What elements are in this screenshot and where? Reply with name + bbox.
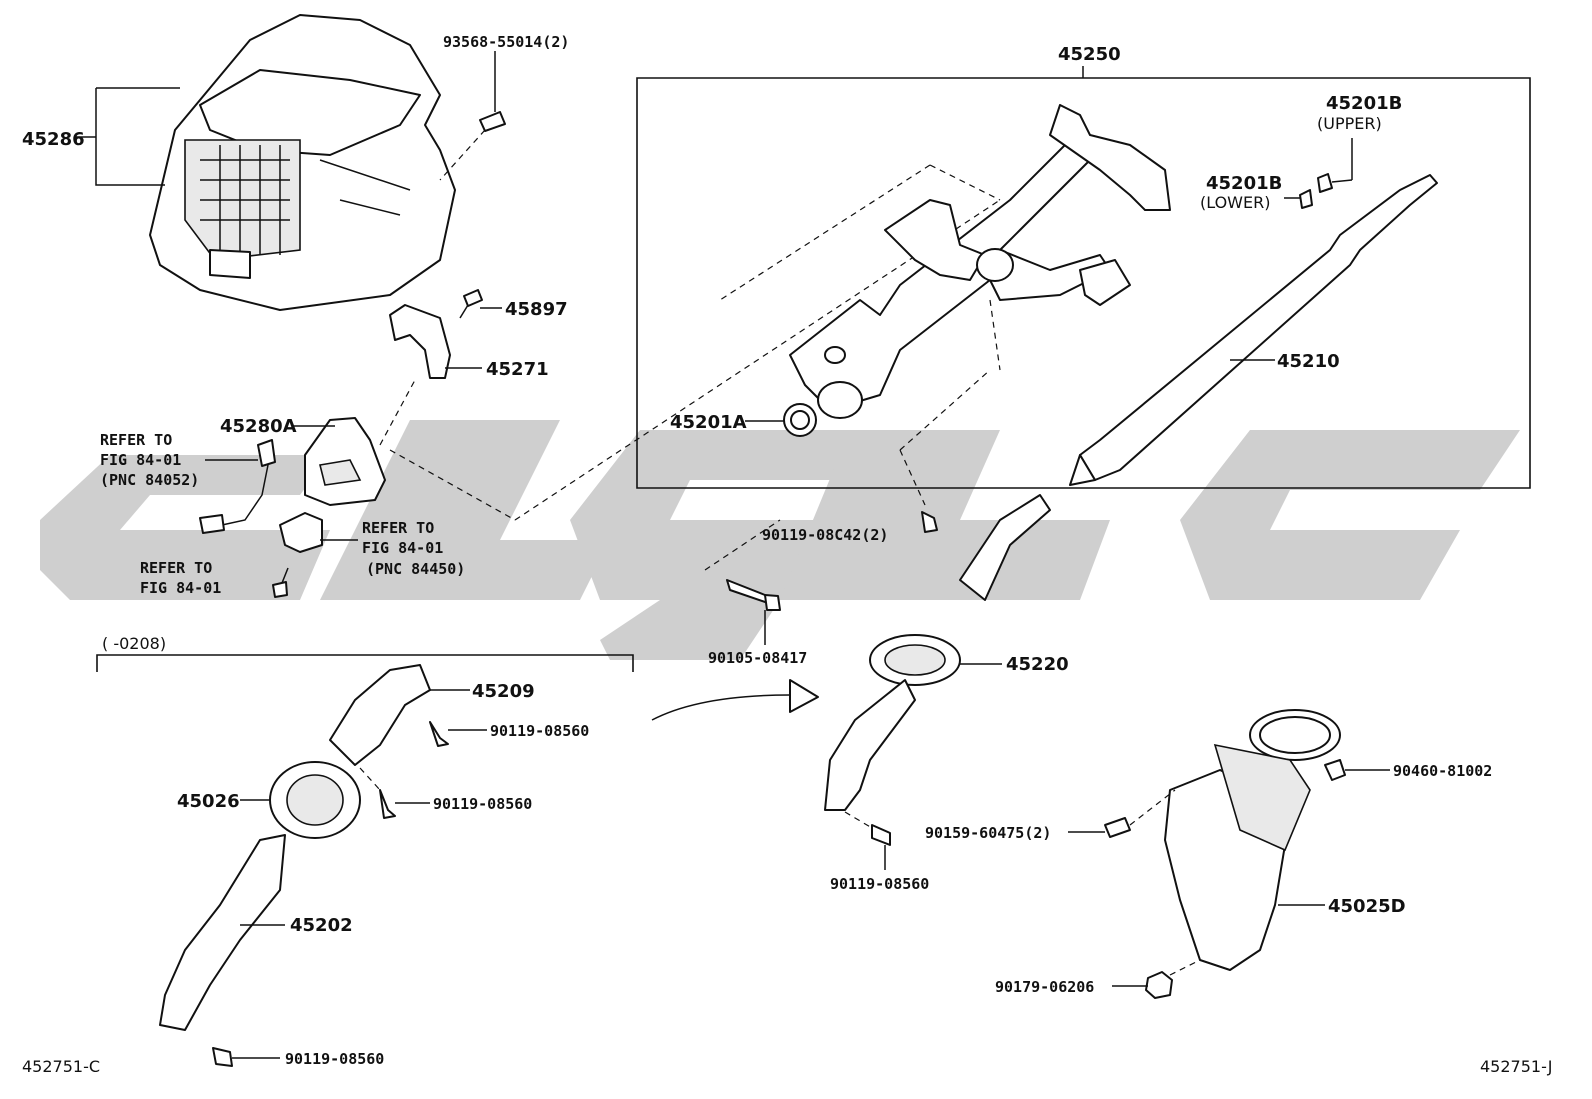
label-45026: 45026 <box>177 791 240 812</box>
range-note: ( -0208) <box>102 634 166 653</box>
ref3-line1: REFER TO <box>140 559 212 577</box>
label-90119-08560-b: 90119-08560 <box>433 795 532 813</box>
label-45250: 45250 <box>1058 44 1121 65</box>
arrow-indicator <box>651 679 819 721</box>
screw-45897 <box>459 289 502 319</box>
column-cover <box>149 14 456 311</box>
shaft-45210 <box>1069 174 1438 486</box>
switch-84450 <box>279 512 358 553</box>
nut-90179 <box>1112 959 1201 999</box>
ref2-line2: FIG 84-01 <box>362 539 443 557</box>
ref1-line3: (PNC 84052) <box>100 471 199 489</box>
label-90159: 90159-60475(2) <box>925 824 1051 842</box>
ref1-line2: FIG 84-01 <box>100 451 181 469</box>
bolt-90119-08560-b <box>359 767 430 819</box>
label-90179: 90179-06206 <box>995 978 1094 996</box>
boot-45026 <box>240 761 361 839</box>
shaft-45220 <box>824 494 1051 811</box>
label-45201B-lower-note: (LOWER) <box>1200 193 1270 212</box>
snap-rings-45201B <box>1284 138 1353 209</box>
bolt-90119-08560-c <box>212 1047 280 1067</box>
ref3-line2: FIG 84-01 <box>140 579 221 597</box>
label-45271: 45271 <box>486 359 549 380</box>
column-assembly <box>789 104 1171 419</box>
ref1-line1: REFER TO <box>100 431 172 449</box>
footer-right-code: 452751-J <box>1480 1057 1552 1076</box>
clamp-45271 <box>389 304 482 379</box>
label-90105: 90105-08417 <box>708 649 807 667</box>
label-45209: 45209 <box>472 681 535 702</box>
screw-fig84 <box>272 567 289 598</box>
label-90119-08C42: 90119-08C42(2) <box>762 526 888 544</box>
bolt-90119-08560-a <box>429 721 487 747</box>
ref2-line3: (PNC 84450) <box>366 560 465 578</box>
shaft-45202 <box>159 834 286 1031</box>
screw-93568 <box>439 51 506 181</box>
range-bracket <box>96 654 634 672</box>
label-45202: 45202 <box>290 915 353 936</box>
label-45201B-upper-note: (UPPER) <box>1317 114 1382 133</box>
label-45025D: 45025D <box>1328 896 1406 917</box>
label-90119-08560-a: 90119-08560 <box>490 722 589 740</box>
watermark-logo <box>40 420 1520 660</box>
label-45220: 45220 <box>1006 654 1069 675</box>
label-45280A: 45280A <box>220 416 297 437</box>
lock-body-45280A <box>292 379 416 506</box>
label-45201B-upper: 45201B <box>1326 93 1402 114</box>
bolt-90159 <box>1068 789 1176 838</box>
label-45210: 45210 <box>1277 351 1340 372</box>
label-90119-08560-d: 90119-08560 <box>830 875 929 893</box>
bolt-90105 <box>726 579 781 645</box>
ref2-line1: REFER TO <box>362 519 434 537</box>
label-90119-08560-c: 90119-08560 <box>285 1050 384 1068</box>
label-90460: 90460-81002 <box>1393 762 1492 780</box>
label-45201A: 45201A <box>670 412 747 433</box>
label-93568: 93568-55014(2) <box>443 33 569 51</box>
footer-left-code: 452751-C <box>22 1057 100 1076</box>
bushing-45201A <box>745 403 817 437</box>
joint-45209 <box>329 664 470 766</box>
label-45897: 45897 <box>505 299 568 320</box>
wire-switch-84052 <box>199 439 276 534</box>
bolt-90119-08C42 <box>921 511 938 533</box>
bolt-90119-08560-d <box>844 811 891 870</box>
label-45201B-lower: 45201B <box>1206 173 1282 194</box>
column-assembly-frame <box>636 77 1531 489</box>
dust-cover-45025D <box>1164 709 1341 971</box>
clamp-90460 <box>1324 759 1390 781</box>
label-45286: 45286 <box>22 129 85 150</box>
